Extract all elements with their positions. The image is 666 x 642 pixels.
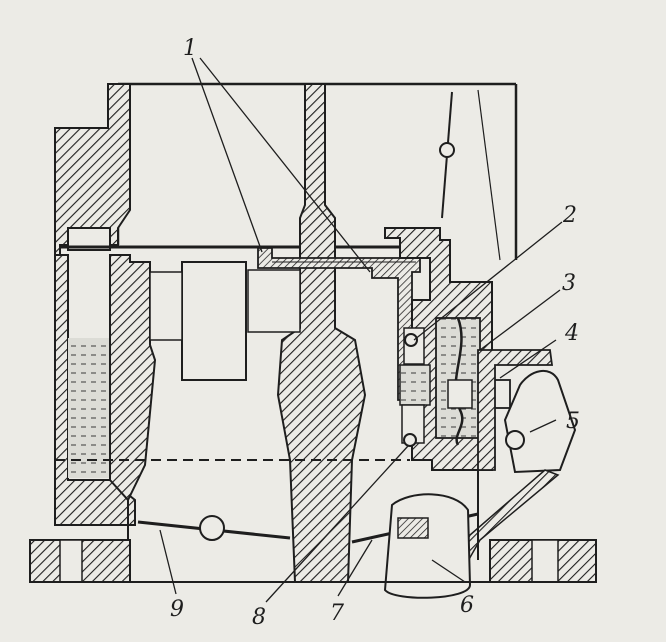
valve-ball-lower — [403, 433, 417, 447]
inner-partition-wall — [109, 254, 157, 502]
callout-5: 5 — [566, 409, 580, 434]
diaphragm-chamber — [435, 317, 481, 439]
callout-3: 3 — [562, 271, 576, 296]
throttle-shaft-block — [397, 517, 429, 539]
callout-4: 4 — [564, 321, 579, 346]
small-diffuser — [181, 261, 247, 381]
valve-chamber — [399, 364, 431, 406]
primary-throttle-shaft — [199, 515, 225, 541]
callout-1: 1 — [183, 36, 197, 61]
diaphragm-stem — [447, 379, 473, 409]
leader-lines — [159, 57, 563, 603]
callout-9: 9 — [170, 597, 184, 622]
float-needle-housing — [67, 227, 111, 251]
partition-link — [247, 269, 301, 333]
air-damper-shaft — [439, 142, 455, 158]
flange-left-hole — [59, 539, 83, 583]
flange-right-hole — [531, 539, 559, 583]
callout-7: 7 — [330, 601, 344, 626]
lever-pivot — [505, 430, 525, 450]
fuel-level — [68, 338, 110, 478]
venturi-rib — [149, 271, 183, 341]
valve-ball-upper — [404, 333, 418, 347]
callout-6: 6 — [460, 593, 474, 618]
callout-2: 2 — [562, 203, 577, 228]
callout-8: 8 — [252, 605, 266, 630]
actuating-lever — [503, 370, 577, 474]
